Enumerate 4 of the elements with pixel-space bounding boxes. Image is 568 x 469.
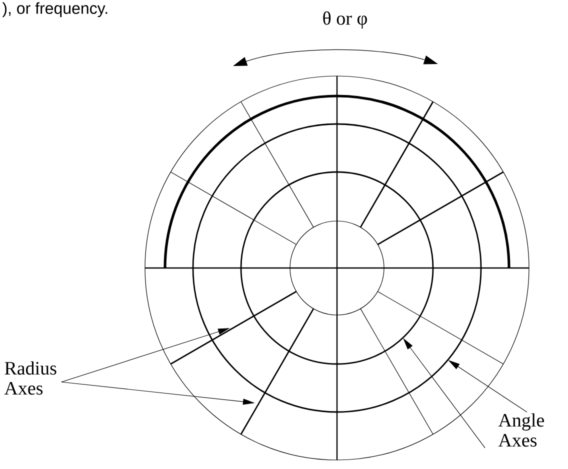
callout-text: Angle Axes — [498, 413, 544, 447]
callout-text: Radius Axes — [4, 361, 56, 395]
text-fragment: ), or frequency. — [2, 2, 108, 18]
axis-label: θ or φ — [323, 11, 367, 29]
